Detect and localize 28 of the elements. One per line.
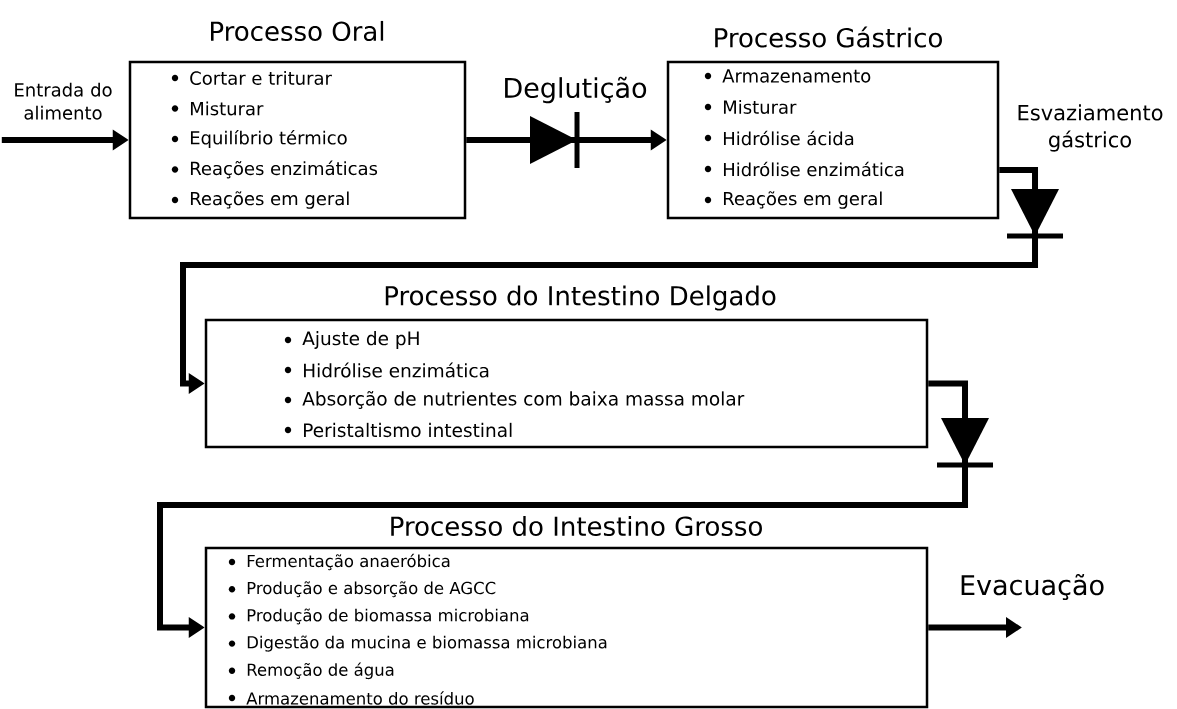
- bullet-item: Peristaltismo intestinal: [284, 422, 512, 438]
- bullet-item: Cortar e triturar: [171, 71, 332, 85]
- bullet-item: Hidrólise ácida: [704, 130, 854, 146]
- bullet-item: Reações em geral: [704, 191, 882, 209]
- bullet-item: Ajuste de pH: [284, 331, 419, 349]
- bullet-item: Armazenamento do resíduo: [228, 691, 474, 705]
- box-heading: Processo Gástrico: [715, 26, 942, 48]
- box-heading: Processo Oral: [211, 20, 384, 42]
- bullet-item: Hidrólise enzimática: [284, 362, 489, 378]
- box-heading: Processo do Intestino Grosso: [391, 515, 762, 537]
- bullet-item: Equilíbrio térmico: [171, 129, 347, 149]
- bullet-item: Remoção de água: [228, 662, 394, 680]
- bullet-item: Produção de biomassa microbiana: [228, 608, 529, 625]
- bullet-item: Fermentação anaeróbica: [228, 553, 450, 571]
- bullet-item: Digestão da mucina e biomassa microbiana: [228, 635, 607, 652]
- bullet-item: Reações enzimáticas: [171, 160, 378, 179]
- bullet-item: Absorção de nutrientes com baixa massa molar: [284, 391, 745, 409]
- bullet-item: Armazenamento: [704, 69, 871, 83]
- edge-label: Esvaziamento gástrico: [1018, 104, 1163, 152]
- bullet-item: Misturar: [704, 100, 797, 114]
- input-label: Entrada do alimento: [15, 82, 112, 120]
- bullet-item: Reações em geral: [171, 191, 349, 209]
- edge-label: Deglutição: [505, 76, 647, 104]
- bullet-item: Produção e absorção de AGCC: [228, 581, 496, 598]
- box-heading: Processo do Intestino Delgado: [385, 285, 776, 311]
- bullet-item: Hidrólise enzimática: [704, 161, 904, 177]
- bullet-item: Misturar: [171, 101, 264, 116]
- edge-label: Evacuação: [961, 573, 1104, 601]
